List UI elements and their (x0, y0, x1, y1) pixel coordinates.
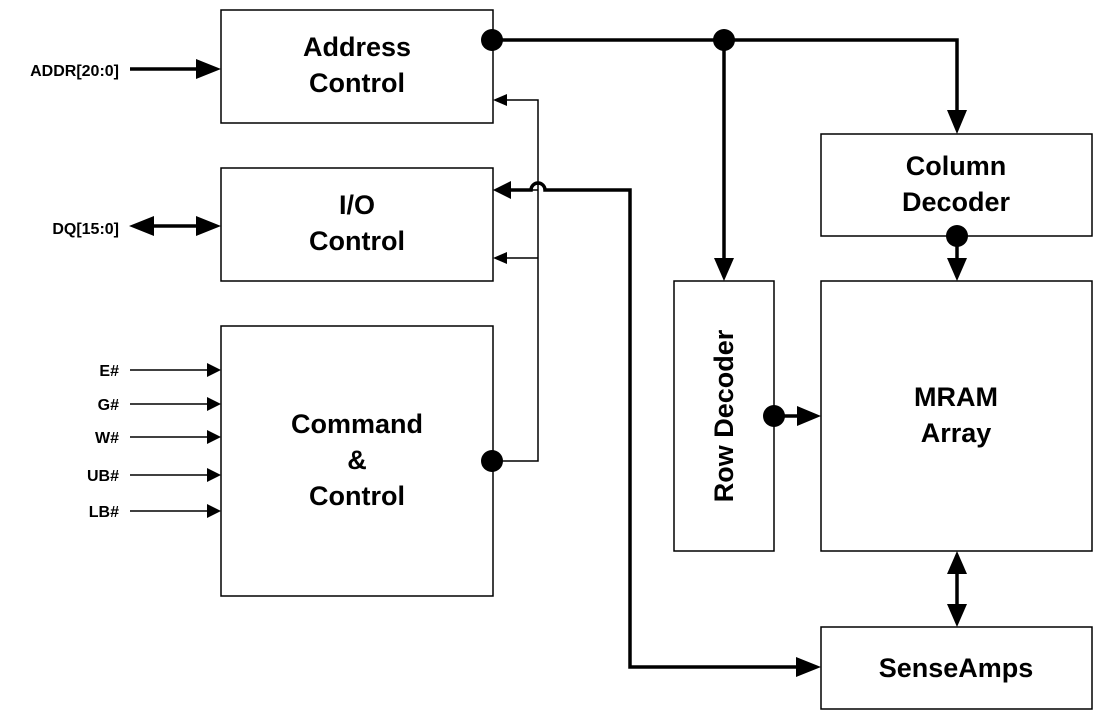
command-control-block: Command & Control (220, 325, 494, 597)
sense-amps-block: SenseAmps (820, 626, 1093, 710)
address-output-node (481, 29, 503, 51)
dq-bidirectional-arrow (129, 216, 221, 236)
array-senseamps-bidirectional-arrow (947, 551, 967, 627)
column-decoder-label-2: Decoder (902, 187, 1011, 217)
command-output-node (481, 450, 503, 472)
lb-signal-arrow (130, 504, 221, 518)
command-control-label-2: & (347, 445, 367, 475)
ub-signal-label: UB# (87, 468, 119, 485)
io-control-label-1: I/O (339, 190, 375, 220)
addr-bus-label: ADDR[20:0] (30, 63, 119, 80)
mram-array-label-2: Array (921, 418, 992, 448)
mram-array-block: MRAM Array (820, 280, 1093, 552)
io-senseamps-bus (493, 181, 821, 677)
sense-amps-label: SenseAmps (879, 653, 1034, 683)
io-control-label-2: Control (309, 226, 405, 256)
address-bus (481, 29, 967, 281)
io-control-block: I/O Control (220, 167, 494, 282)
e-signal-arrow (130, 363, 221, 377)
g-signal-arrow (130, 397, 221, 411)
w-signal-arrow (130, 430, 221, 444)
lb-signal-label: LB# (89, 504, 119, 521)
g-signal-label: G# (98, 397, 119, 414)
column-decoder-label-1: Column (906, 151, 1007, 181)
address-control-block: Address Control (220, 9, 494, 124)
w-signal-label: W# (95, 430, 119, 447)
row-decoder-block: Row Decoder (673, 280, 775, 552)
mram-array-label-1: MRAM (914, 382, 998, 412)
address-control-label-1: Address (303, 32, 411, 62)
ub-signal-arrow (130, 468, 221, 482)
column-to-array-arrow (946, 225, 968, 281)
row-decoder-label: Row Decoder (709, 329, 739, 502)
dq-bus-label: DQ[15:0] (52, 221, 119, 238)
row-to-array-arrow (763, 405, 821, 427)
e-signal-label: E# (99, 363, 119, 380)
row-output-node (763, 405, 785, 427)
address-split-node (713, 29, 735, 51)
address-control-label-2: Control (309, 68, 405, 98)
addr-input-arrow (130, 59, 221, 79)
command-control-label-1: Command (291, 409, 423, 439)
column-decoder-block: Column Decoder (820, 133, 1093, 237)
command-control-label-3: Control (309, 481, 405, 511)
column-output-node (946, 225, 968, 247)
